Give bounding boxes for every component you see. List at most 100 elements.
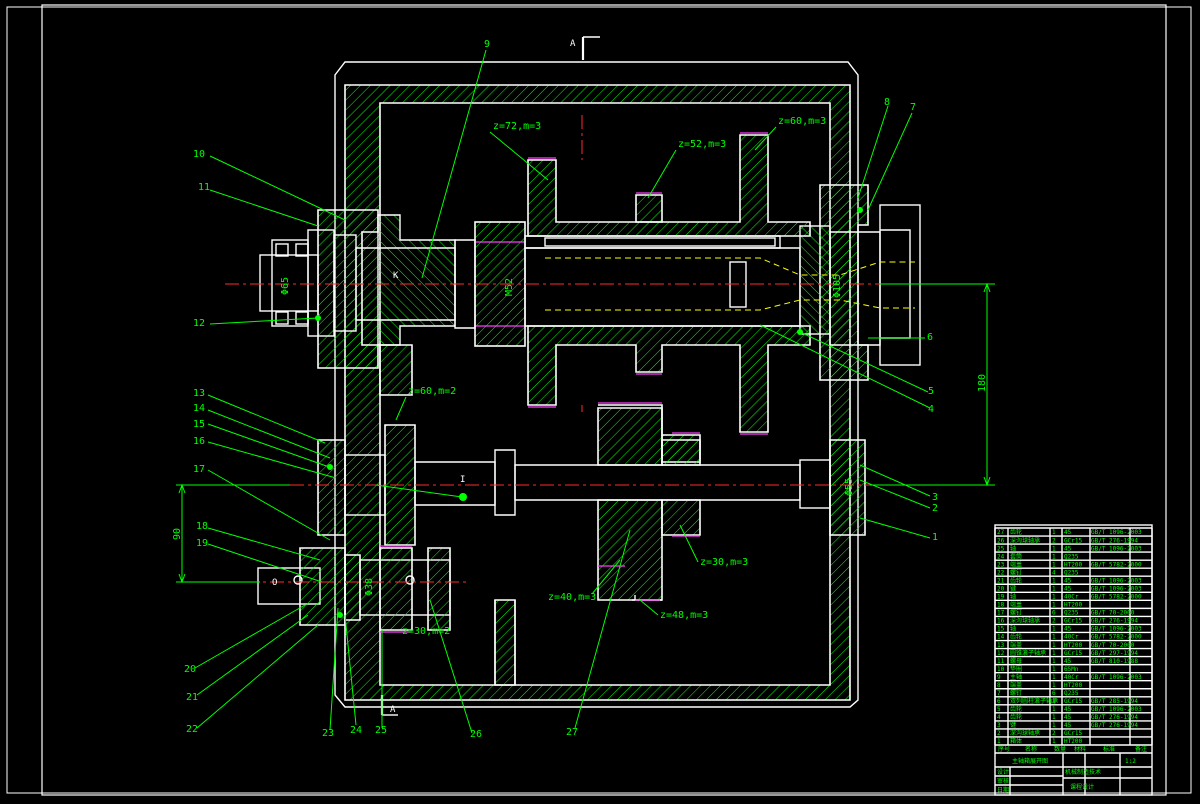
bom-cell: 2 (997, 730, 1001, 737)
bom-cell: 40Cr (1064, 674, 1079, 681)
dia-bottom-shaft: Φ38 (364, 578, 375, 596)
bom-cell: 1 (1052, 561, 1056, 568)
bom-cell: GB/T 5782-2000 (1091, 594, 1142, 601)
bom-cell: 4 (1052, 569, 1056, 576)
part-no-6: 6 (927, 332, 933, 343)
bom-header-qty: 数量 (1054, 745, 1066, 753)
bom-cell: Q235 (1064, 553, 1079, 560)
bom-cell: 8 (997, 682, 1001, 689)
bom-cell: 22 (997, 569, 1005, 576)
bom-cell: 45 (1064, 626, 1072, 633)
bom-cell: 23 (997, 561, 1005, 568)
bom-cell: 1 (1052, 585, 1056, 592)
bom-cell: 26 (997, 537, 1005, 544)
bom-cell: 27 (997, 529, 1005, 536)
bom-cell: 键 (1010, 721, 1016, 729)
course-name: 课程设计 (1070, 783, 1094, 791)
part-number-labels: 9 10 11 12 8 7 6 5 4 3 2 1 13 14 15 16 1… (184, 39, 938, 740)
bom-cell: 1 (1052, 626, 1056, 633)
bom-cell: GCr15 (1064, 698, 1082, 705)
bom-cell: 齿轮 (1010, 633, 1022, 641)
bom-cell: 1 (1052, 674, 1056, 681)
bom-cell: 10 (997, 666, 1005, 673)
housing-outline (334, 61, 859, 708)
bom-cell: 套筒 (1010, 552, 1022, 560)
part-no-2: 2 (932, 503, 938, 514)
bom-cell: GB/T 5782-2000 (1091, 561, 1142, 568)
bom-cell: 1 (1052, 666, 1056, 673)
dia-spindle-right: Φ105 (832, 274, 843, 298)
bom-cell: 12 (997, 650, 1005, 657)
bom-cell: 1 (1052, 706, 1056, 713)
bom-cell: 40Cr (1064, 594, 1079, 601)
shaft-mark-lower: I (460, 475, 465, 485)
bom-cell: 6 (1052, 690, 1056, 697)
bom-cell: 螺钉 (1010, 609, 1022, 617)
bom-cell: 40Cr (1064, 634, 1079, 641)
bom-header-material: 材料 (1074, 745, 1086, 753)
bom-cell: 1 (1052, 577, 1056, 584)
bom-cell: 2 (1052, 618, 1056, 625)
gear-label-mid-left: z=60,m=2 (408, 386, 456, 397)
bom-cell: 20 (997, 585, 1005, 592)
bom-cell: 齿轮 (1010, 576, 1022, 584)
bom-cell: GB/T 1096-2003 (1091, 585, 1142, 592)
bom-cell: GB/T 70-2000 (1091, 610, 1135, 617)
bom-cell: 1 (1052, 698, 1056, 705)
bom-cell: HT200 (1064, 561, 1082, 568)
bom-cell: GB/T 810-1988 (1091, 658, 1138, 665)
part-no-21: 21 (186, 692, 198, 703)
bom-cell: GB/T 1096-2003 (1091, 545, 1142, 552)
bom-cell: 45 (1064, 585, 1072, 592)
bom-cell: 轴 (1010, 544, 1016, 552)
dim-center-lower: 90 (172, 528, 183, 540)
part-no-17: 17 (193, 464, 205, 475)
bom-header-standard: 标准 (1103, 745, 1115, 753)
bom-cell: GCr15 (1064, 730, 1082, 737)
bom-header-seq: 序号 (998, 745, 1010, 753)
drawing-title: 主轴箱展开图 (1012, 757, 1048, 765)
gear-label-bot-right: z=48,m=3 (660, 610, 708, 621)
bom-cell: 齿轮 (1010, 705, 1022, 713)
outer-frame (6, 6, 1192, 794)
bom-cell: 齿轮 (1010, 528, 1022, 536)
bom-cell: 65Mn (1064, 666, 1079, 673)
bom-cell: 6 (1052, 610, 1056, 617)
section-mark-bottom: A (390, 705, 396, 715)
housing-rib-bottom (494, 599, 516, 686)
lower-shaft-group (257, 545, 451, 633)
bom-cell: 端盖 (1010, 601, 1022, 609)
dia-lower-right: Φ55 (844, 478, 855, 496)
bom-cell: 1 (1052, 650, 1056, 657)
part-no-22: 22 (186, 724, 198, 735)
bom-cell: HT200 (1064, 602, 1082, 609)
bom-header-name: 名称 (1025, 745, 1037, 753)
bom-cell: GB/T 276-1994 (1091, 714, 1138, 721)
bom-cell: 圆锥滚子轴承 (1010, 649, 1046, 657)
bom-cell: 3 (997, 722, 1001, 729)
part-no-7: 7 (910, 102, 916, 113)
part-no-23: 23 (322, 728, 334, 739)
bom-cell: 端盖 (1010, 560, 1022, 568)
gear-label-bot-left: z=40,m=3 (548, 592, 596, 603)
bom-cell: 端盖 (1010, 681, 1022, 689)
part-no-4: 4 (928, 404, 934, 415)
bom-cell: 45 (1064, 658, 1072, 665)
bom-cell: Q235 (1064, 690, 1079, 697)
bom-cell: 1 (1052, 642, 1056, 649)
dim-center-upper: 180 (977, 374, 988, 392)
bom-cell: 4 (997, 714, 1001, 721)
bom-cell: GB/T 297-1994 (1091, 650, 1138, 657)
bom-cell: GB/T 276-1994 (1091, 537, 1138, 544)
inner-frame (41, 4, 1167, 796)
part-no-25: 25 (375, 725, 387, 736)
bom-cell: 1 (1052, 738, 1056, 745)
bom-cell: GB/T 276-1994 (1091, 722, 1138, 729)
bom-cell: 主轴 (1010, 673, 1022, 681)
shaft-mark-upper: K (393, 271, 399, 281)
bom-cell: 9 (997, 674, 1001, 681)
part-no-24: 24 (350, 725, 362, 736)
